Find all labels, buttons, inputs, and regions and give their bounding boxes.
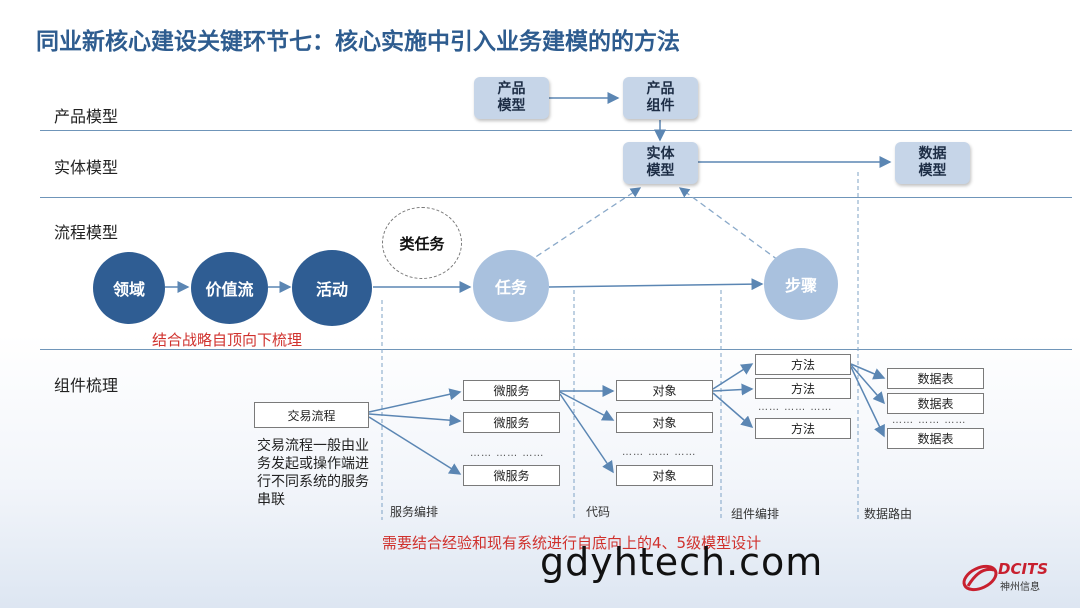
transaction-flow-box[interactable]: 交易流程 <box>254 402 369 428</box>
divider-component <box>40 349 1072 350</box>
method-box-1[interactable]: 方法 <box>755 354 851 375</box>
microservice-ellipsis: …… …… …… <box>470 448 545 459</box>
microservice-box-1[interactable]: 微服务 <box>463 380 560 401</box>
microservice-box-3[interactable]: 微服务 <box>463 465 560 486</box>
divider-product <box>40 130 1072 131</box>
method-ellipsis: …… …… …… <box>758 402 833 413</box>
data-table-ellipsis: …… …… …… <box>892 415 967 426</box>
object-box-1[interactable]: 对象 <box>616 380 713 401</box>
domain-node[interactable]: 领域 <box>93 252 165 324</box>
top-down-note: 结合战略自顶向下梳理 <box>152 331 303 349</box>
dcits-logo-icon <box>962 564 998 592</box>
entity-model-box[interactable]: 实体 模型 <box>623 142 698 184</box>
page-title: 同业新核心建设关键环节七：核心实施中引入业务建模的的方法 <box>36 29 680 55</box>
column-label-data-routing: 数据路由 <box>864 507 913 521</box>
logo-subtitle: 神州信息 <box>1000 582 1040 593</box>
column-label-code: 代码 <box>586 505 611 519</box>
microservice-box-2[interactable]: 微服务 <box>463 412 560 433</box>
logo-name: DCITS <box>998 560 1049 578</box>
object-ellipsis: …… …… …… <box>622 447 697 458</box>
data-table-box-1[interactable]: 数据表 <box>887 368 984 389</box>
method-box-3[interactable]: 方法 <box>755 418 851 439</box>
data-table-box-3[interactable]: 数据表 <box>887 428 984 449</box>
column-label-service-orchestration: 服务编排 <box>390 505 439 519</box>
value-stream-node[interactable]: 价值流 <box>191 252 268 324</box>
activity-node[interactable]: 活动 <box>292 250 372 326</box>
step-node[interactable]: 步骤 <box>764 248 838 320</box>
data-model-box[interactable]: 数据 模型 <box>895 142 970 184</box>
watermark: gdyhtech.com <box>540 540 824 584</box>
row-label-process: 流程模型 <box>54 223 119 242</box>
task-class-node[interactable]: 类任务 <box>382 207 462 279</box>
object-box-2[interactable]: 对象 <box>616 412 713 433</box>
row-label-entity: 实体模型 <box>54 158 119 177</box>
product-model-box[interactable]: 产品 模型 <box>474 77 549 119</box>
divider-entity <box>40 197 1072 198</box>
task-node[interactable]: 任务 <box>473 250 549 322</box>
row-label-component: 组件梳理 <box>54 376 119 395</box>
product-component-box[interactable]: 产品 组件 <box>623 77 698 119</box>
method-box-2[interactable]: 方法 <box>755 378 851 399</box>
bottom-up-note: 需要结合经验和现有系统进行自底向上的4、5级模型设计 <box>382 534 762 552</box>
row-label-product: 产品模型 <box>54 107 119 126</box>
object-box-3[interactable]: 对象 <box>616 465 713 486</box>
column-label-component-orchestration: 组件编排 <box>731 507 780 521</box>
data-table-box-2[interactable]: 数据表 <box>887 393 984 414</box>
transaction-description: 交易流程一般由业务发起或操作端进行不同系统的服务串联 <box>257 438 369 508</box>
